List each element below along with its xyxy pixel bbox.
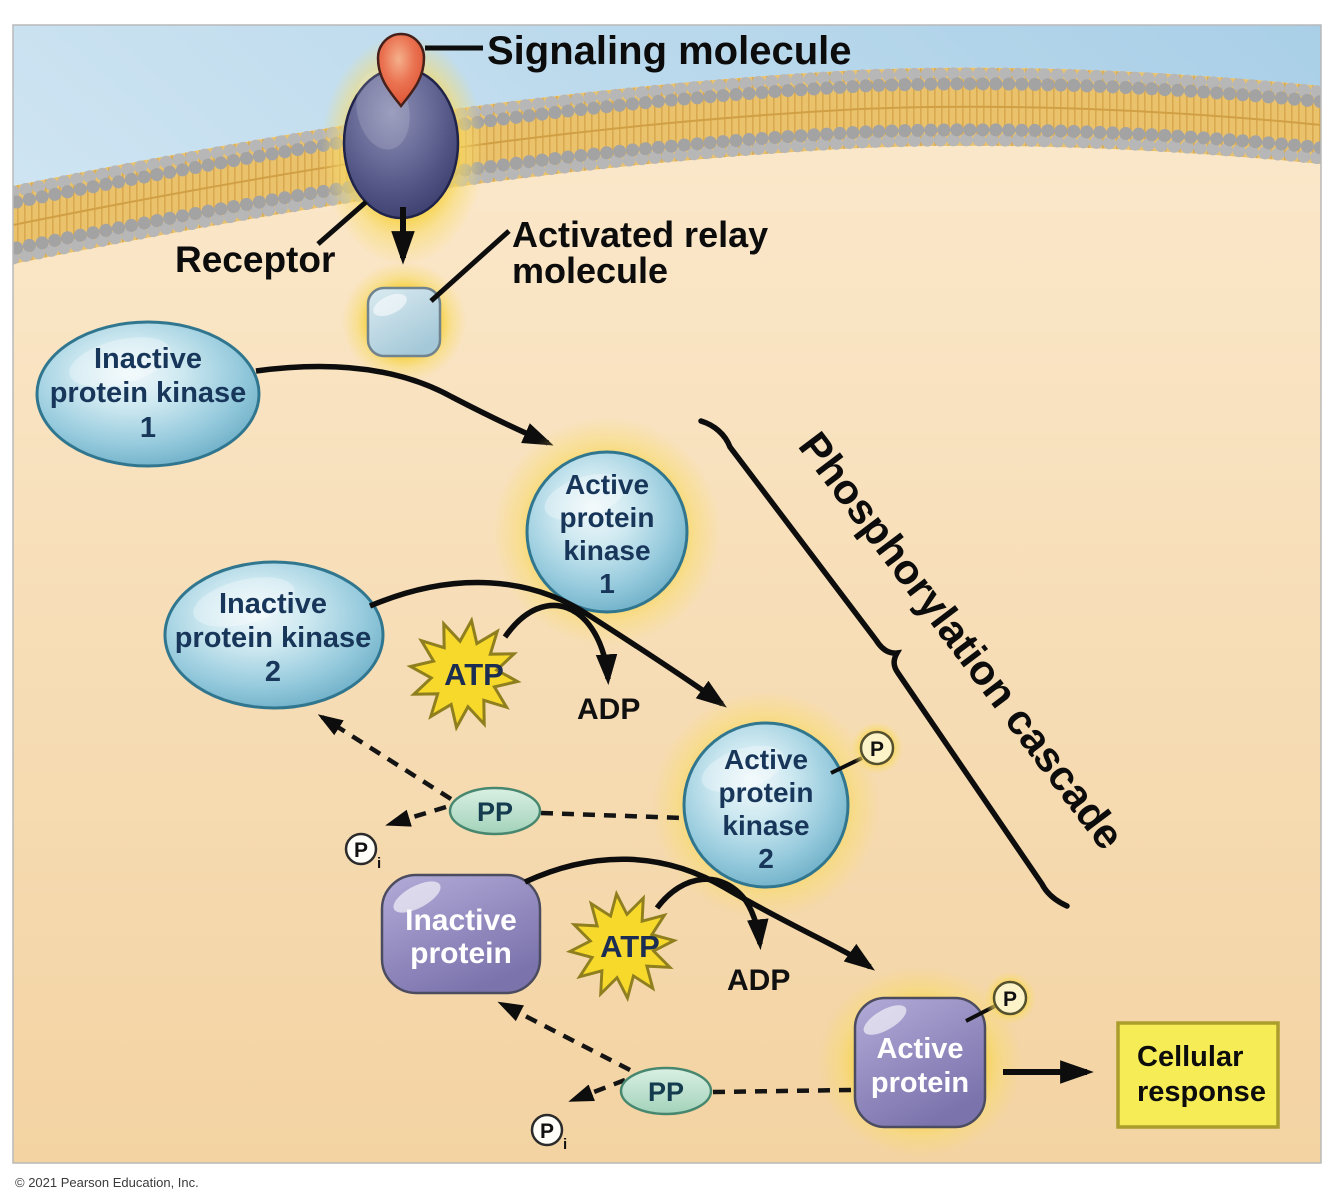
copyright-text: © 2021 Pearson Education, Inc. — [15, 1175, 199, 1190]
cellular-response-line: Cellular — [1137, 1041, 1243, 1073]
phospholipid-head-beads — [13, 67, 1321, 265]
phosphorylation-cascade-brace — [698, 418, 1070, 909]
dephosphorylation-dashed-paths-2 — [497, 1001, 852, 1103]
dashed-arrow-pp1-to-pi1 — [385, 804, 447, 827]
arrow-protein-activation — [523, 856, 876, 971]
arrow-atp-to-adp-1 — [502, 602, 618, 686]
node-inactive-protein-kinase-2: Inactive protein kinase 2 — [163, 560, 385, 710]
node-active-protein: Active protein — [853, 996, 987, 1129]
adp-label-1: ADP — [577, 693, 640, 726]
node-active-protein-kinase-2: Active protein kinase 2 — [682, 721, 850, 889]
phosphate-group-protein: P — [992, 980, 1028, 1016]
node-label-line: protein — [410, 937, 512, 970]
node-label-line: 2 — [265, 656, 281, 688]
node-label-line: protein — [871, 1067, 969, 1099]
phosphate-label: P — [1003, 988, 1017, 1011]
node-label-line: 2 — [758, 843, 774, 874]
atp-label-2: ATP — [600, 929, 660, 964]
activated-relay-label-line: molecule — [512, 250, 668, 291]
atp-starburst-1 — [406, 616, 522, 732]
dashed-arrow-pp2-to-pi2 — [568, 1077, 626, 1103]
cellular-response-line: response — [1137, 1076, 1266, 1108]
node-active-protein-kinase-1: Active protein kinase 1 — [525, 450, 689, 614]
atp-starburst-2 — [565, 889, 679, 1003]
diagram-panel-border — [12, 24, 1322, 1164]
receptor-pointer-line — [316, 200, 368, 246]
cellular-response-box: Cellular response — [1116, 1021, 1280, 1129]
bilayer-midline — [13, 105, 1321, 226]
relay-pointer-line — [429, 229, 511, 303]
arrow-atp-to-adp-2 — [654, 876, 769, 951]
node-inactive-protein-kinase-1: Inactive protein kinase 1 — [35, 320, 261, 468]
node-label-line: protein — [560, 502, 655, 533]
node-label-line: protein kinase — [50, 377, 247, 409]
dashed-arrow-pp1-to-inactive-pk2 — [317, 714, 453, 801]
phosphatase-pp-2: PP — [619, 1066, 713, 1116]
node-label-line: Inactive — [94, 343, 202, 375]
phosphatase-pp-1: PP — [448, 786, 542, 836]
node-label-line: Inactive — [405, 904, 517, 937]
inorganic-phosphate-1: P i — [344, 832, 381, 872]
phosphate-subscript: i — [377, 855, 381, 872]
activated-relay-label-line: Activated relay — [512, 214, 768, 255]
plasma-membrane — [13, 67, 1321, 265]
node-label-line: Active — [876, 1033, 963, 1065]
node-label-line: 1 — [599, 568, 615, 599]
dashed-line-active-pk2-to-pp1 — [540, 810, 685, 821]
phosphate-label: P — [540, 1120, 554, 1143]
node-label-line: 1 — [140, 412, 156, 444]
receptor-label: Receptor — [175, 239, 335, 280]
signaling-molecule-shape — [376, 32, 426, 109]
phosphate-label: P — [870, 738, 884, 761]
arrow-pk2-activation — [368, 579, 727, 708]
phosphate-label: P — [354, 839, 368, 862]
node-label-line: protein — [719, 777, 814, 808]
phosphate-group-pk2: P — [859, 730, 895, 766]
node-label-line: Active — [565, 469, 649, 500]
inorganic-phosphate-2: P i — [530, 1113, 567, 1153]
dashed-arrow-pp2-to-inactive-protein — [497, 1001, 632, 1072]
signaling-molecule-label: Signaling molecule — [487, 29, 852, 73]
dashed-line-active-protein-to-pp2 — [712, 1087, 852, 1095]
node-label-line: Active — [724, 744, 808, 775]
node-label-line: protein kinase — [175, 622, 372, 654]
phosphate-subscript: i — [563, 1136, 567, 1153]
node-inactive-protein: Inactive protein — [380, 873, 542, 995]
pp-label: PP — [648, 1077, 684, 1107]
pp-label: PP — [477, 797, 513, 827]
node-label-line: kinase — [722, 810, 809, 841]
arrow-pk1-activation — [255, 363, 554, 446]
node-label-line: Inactive — [219, 588, 327, 620]
adp-label-2: ADP — [727, 964, 790, 997]
lipid-bilayer-tails — [13, 67, 1321, 264]
node-label-line: kinase — [563, 535, 650, 566]
dephosphorylation-dashed-paths-1 — [317, 714, 685, 827]
relay-gloss — [373, 293, 407, 317]
atp-label-1: ATP — [444, 657, 504, 692]
